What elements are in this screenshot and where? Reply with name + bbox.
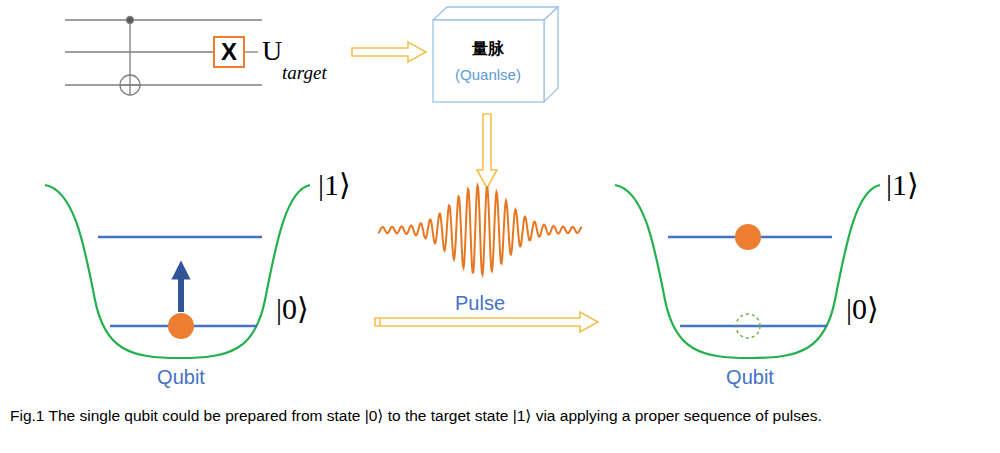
pulse-label: Pulse bbox=[455, 292, 505, 314]
ket-label: |1⟩ bbox=[318, 168, 351, 201]
wire bbox=[65, 84, 262, 85]
cube-top bbox=[433, 7, 558, 20]
qubit-well bbox=[45, 185, 310, 358]
qubit-ball bbox=[168, 313, 194, 339]
potential-well bbox=[615, 185, 880, 358]
hollow-arrow bbox=[477, 114, 497, 188]
pulse-wave bbox=[378, 185, 582, 274]
ket-label: |0⟩ bbox=[276, 292, 309, 325]
energy-level bbox=[680, 325, 827, 328]
cube-side bbox=[544, 7, 558, 102]
figure-caption: Fig.1 The single qubit could be prepared… bbox=[10, 407, 995, 424]
hollow-arrow bbox=[375, 312, 598, 332]
gate-box: X bbox=[213, 36, 245, 68]
excitation-arrow bbox=[178, 270, 184, 312]
circuit bbox=[65, 17, 262, 96]
ket-label: |0⟩ bbox=[846, 292, 879, 325]
qubit-ball bbox=[735, 224, 761, 250]
energy-level bbox=[98, 236, 262, 239]
cube-title: 量脉 bbox=[472, 39, 504, 60]
qubit-well bbox=[615, 185, 880, 358]
cube-subtitle: (Quanlse) bbox=[455, 66, 521, 83]
qubit-label: Qubit bbox=[157, 366, 205, 388]
qubit-label: Qubit bbox=[726, 366, 774, 388]
cube-front bbox=[433, 20, 544, 102]
operator-subscript: target bbox=[282, 63, 327, 84]
control-line bbox=[129, 20, 130, 95]
control-dot bbox=[127, 17, 134, 24]
wire bbox=[65, 19, 262, 20]
target-plus bbox=[120, 84, 140, 85]
arrow-tick bbox=[379, 318, 381, 326]
empty-state bbox=[736, 314, 760, 338]
ket-label: |1⟩ bbox=[886, 168, 919, 201]
target-circle bbox=[120, 75, 140, 95]
hollow-arrow bbox=[352, 42, 426, 62]
wire bbox=[65, 51, 213, 52]
software-cube: 量脉 (Quanlse) bbox=[432, 6, 560, 104]
potential-well bbox=[45, 185, 310, 358]
gate-label: X bbox=[221, 40, 237, 64]
operator-symbol: U bbox=[262, 36, 282, 67]
cube-face: 量脉 (Quanlse) bbox=[432, 20, 544, 102]
wire bbox=[245, 51, 258, 52]
